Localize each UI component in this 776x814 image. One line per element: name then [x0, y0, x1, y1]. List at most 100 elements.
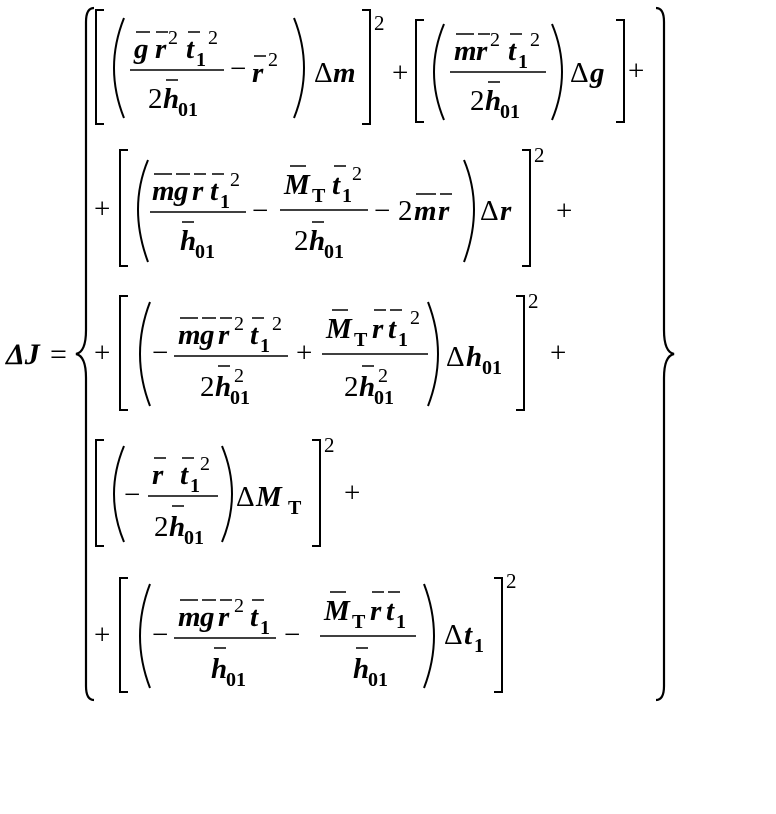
paren-left	[113, 445, 125, 543]
var-t: t	[250, 319, 259, 351]
var-M: M	[323, 595, 351, 627]
sub: 01	[500, 101, 520, 123]
exp: 2	[230, 169, 240, 191]
num: 2	[294, 225, 309, 257]
op: +	[392, 57, 408, 89]
op: +	[344, 477, 360, 509]
var-r: r	[372, 313, 384, 345]
sub: 01	[482, 357, 502, 379]
var-g: g	[133, 33, 149, 65]
sub: 1	[220, 191, 230, 213]
op: −	[152, 337, 168, 369]
right-brace	[655, 6, 675, 702]
num: 2	[154, 511, 169, 543]
op: −	[374, 195, 390, 227]
bracket-right	[312, 439, 321, 547]
var-h: h	[353, 653, 369, 685]
delta: Δ	[446, 341, 465, 373]
sub: 1	[474, 635, 484, 657]
paren-right	[423, 583, 435, 689]
bracket-left	[95, 439, 104, 547]
formula-lhs: ΔJ =	[5, 338, 67, 371]
bracket-left	[95, 9, 104, 125]
var-t: t	[186, 33, 195, 65]
var-g: g	[173, 175, 189, 207]
sub: 01	[178, 99, 198, 121]
var-r: r	[438, 195, 450, 227]
var-M: M	[283, 169, 311, 201]
op: +	[550, 337, 566, 369]
delta: Δ	[480, 195, 499, 227]
var-m: m	[178, 319, 201, 351]
exp: 2	[490, 29, 500, 51]
op: +	[556, 195, 572, 227]
bracket-right	[494, 577, 503, 693]
bracket-right	[522, 149, 531, 267]
delta: Δ	[570, 57, 589, 89]
var-r: r	[152, 459, 164, 491]
paren-right	[463, 159, 475, 263]
bracket-right	[616, 19, 625, 123]
delta: Δ	[444, 619, 463, 651]
var-m: m	[414, 195, 437, 227]
bracket-right	[516, 295, 525, 411]
op: −	[284, 619, 300, 651]
exp: 2	[234, 595, 244, 617]
lhs-symbol: ΔJ	[5, 338, 41, 371]
var-h: h	[180, 225, 196, 257]
sub: 1	[396, 611, 406, 633]
var-h: h	[359, 371, 375, 403]
paren-right	[427, 301, 439, 407]
var-m: m	[178, 601, 201, 633]
paren-right	[221, 445, 233, 543]
var-m: m	[333, 57, 356, 89]
exp: 2	[208, 27, 218, 49]
sub: 01	[184, 527, 204, 549]
bracket-right	[362, 9, 371, 125]
row-4: − r t 1 2 2 h 01 Δ M T 2 +	[95, 433, 360, 549]
paren-left	[139, 301, 151, 407]
var-r: r	[370, 595, 382, 627]
exp: 2	[234, 365, 244, 387]
exp: 2	[410, 307, 420, 329]
sub: 1	[260, 335, 270, 357]
exp: 2	[324, 433, 335, 457]
sub: T	[352, 611, 366, 633]
num: 2	[398, 195, 413, 227]
var-m: m	[152, 175, 175, 207]
op: +	[94, 619, 110, 651]
var-t: t	[464, 619, 473, 651]
var-h: h	[485, 85, 501, 117]
op: +	[94, 193, 110, 225]
var-g: g	[199, 319, 215, 351]
bracket-left	[119, 577, 128, 693]
var-h: h	[215, 371, 231, 403]
var-h: h	[466, 341, 482, 373]
var-g: g	[199, 601, 215, 633]
var-M: M	[325, 313, 353, 345]
paren-left	[139, 583, 151, 689]
var-t: t	[508, 35, 517, 67]
op: −	[124, 479, 140, 511]
var-t: t	[388, 313, 397, 345]
delta: Δ	[314, 57, 333, 89]
exp: 2	[352, 163, 362, 185]
num: 2	[344, 371, 359, 403]
var-r: r	[500, 195, 512, 227]
sub: 1	[260, 617, 270, 639]
sub: 1	[518, 51, 528, 73]
sub: 01	[226, 669, 246, 691]
row-5: + − m g r 2 t 1 h 01 − M T r t 1 h 01 Δ …	[94, 569, 517, 693]
sub: T	[288, 497, 302, 519]
exp: 2	[528, 289, 539, 313]
bracket-left	[415, 19, 424, 123]
var-r: r	[218, 601, 230, 633]
num: 2	[470, 85, 485, 117]
var-r: r	[218, 319, 230, 351]
var-t: t	[250, 601, 259, 633]
row-3: + − m g r 2 t 1 2 2 h 2 01 + M T r t 1 2…	[94, 289, 566, 411]
left-brace	[75, 6, 95, 702]
row-1: g r 2 t 1 2 2 h 01 − r 2 Δ m 2 + m r 2 t	[95, 9, 644, 125]
var-r: r	[192, 175, 204, 207]
